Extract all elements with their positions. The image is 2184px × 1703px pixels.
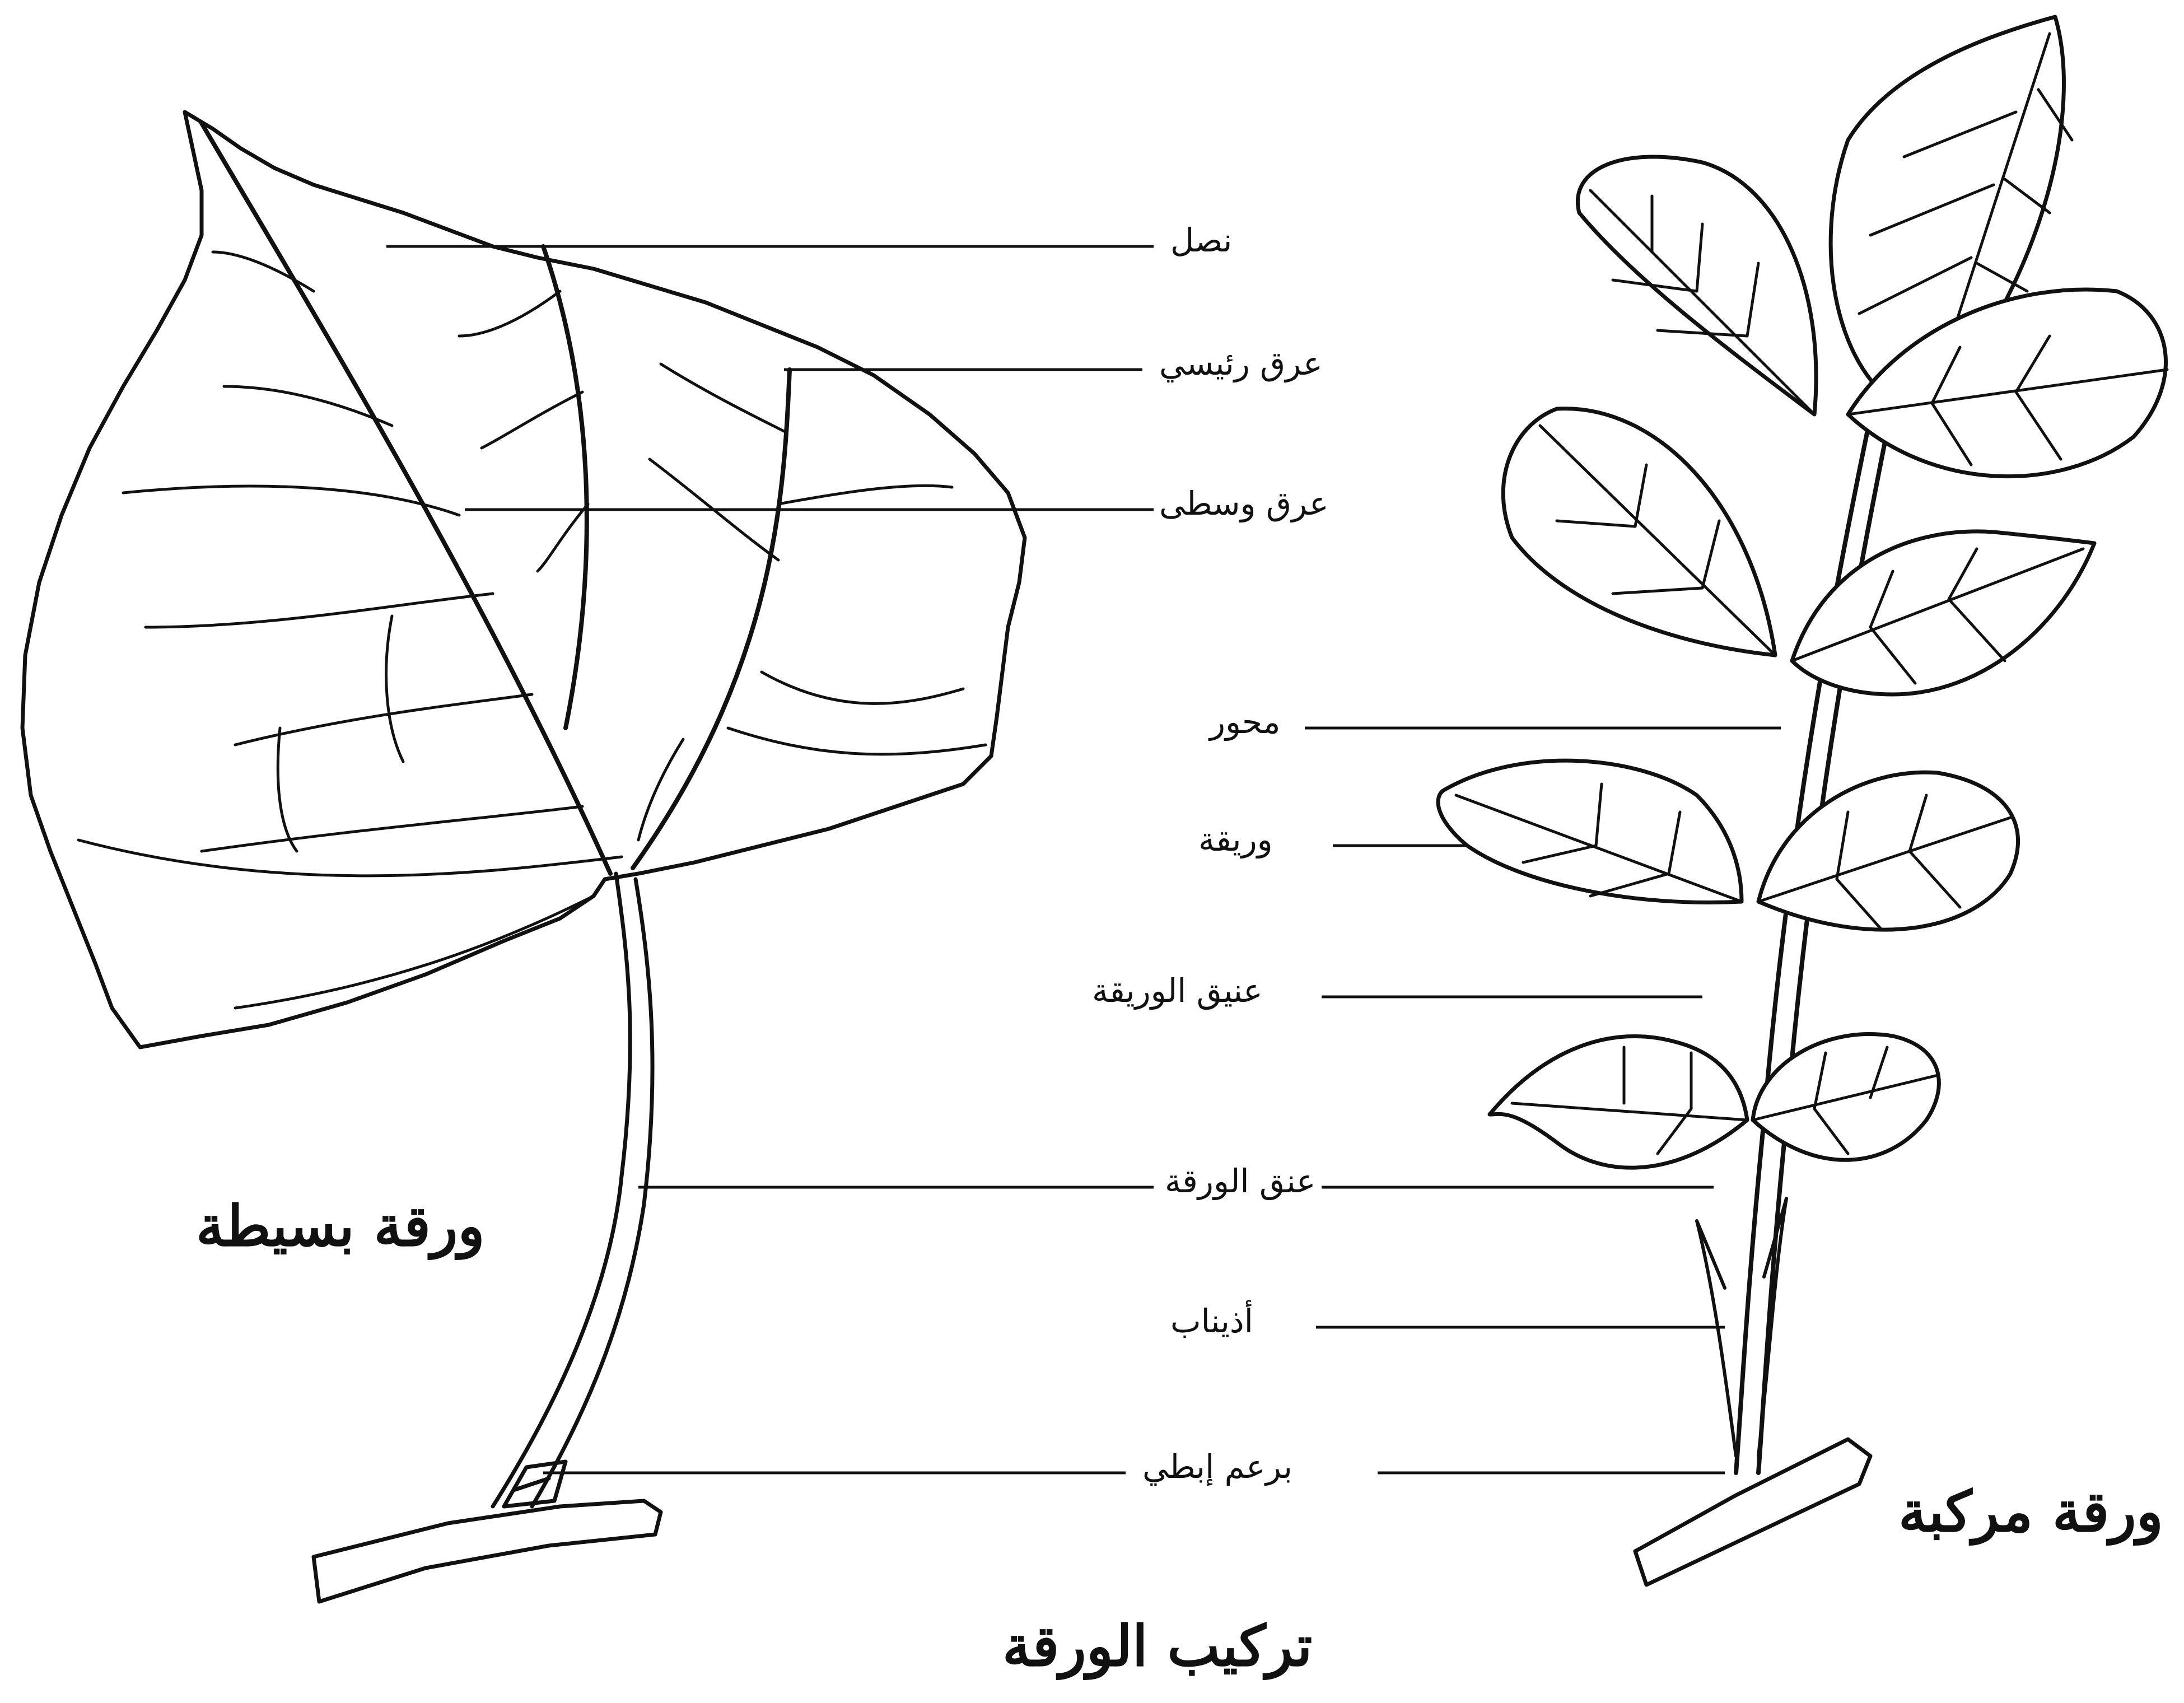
label-blade: نصل bbox=[1170, 221, 1232, 259]
simple-leaf-blade bbox=[22, 112, 1025, 1047]
compound-leaflets bbox=[1438, 17, 2167, 1168]
leaflet-bottom-right bbox=[1753, 1034, 1939, 1160]
leaflet-lower-left bbox=[1438, 760, 1742, 902]
caption-simple-leaf: ورقة بسيطة bbox=[196, 1193, 485, 1259]
compound-leaf bbox=[1438, 17, 2167, 1585]
simple-leaf-stem bbox=[314, 1501, 661, 1602]
label-main-vein: عرق رئيسي bbox=[1159, 344, 1323, 382]
label-axillary-bud: برعم إبطي bbox=[1142, 1448, 1292, 1486]
leaflet-lower-right bbox=[1758, 772, 2018, 930]
label-rachis: محور bbox=[1210, 703, 1280, 741]
simple-leaf-petiole bbox=[493, 874, 652, 1506]
compound-leaf-stem bbox=[1635, 1439, 1870, 1585]
diagram-title: تركيب الورقة bbox=[1002, 1613, 1312, 1679]
leaflet-middle-right bbox=[1792, 531, 2094, 694]
label-leaflet-stalk: عنيق الوريقة bbox=[1092, 972, 1263, 1010]
caption-compound-leaf: ورقة مركبة bbox=[1898, 1478, 2163, 1545]
label-middle-vein: عرق وسطى bbox=[1159, 484, 1329, 522]
label-leaflet: وريقة bbox=[1198, 820, 1273, 859]
leaflet-upper-left bbox=[1578, 157, 1816, 414]
leaflet-middle-left bbox=[1503, 409, 1775, 655]
leaflet-bottom-left bbox=[1490, 1036, 1747, 1168]
label-petiole: عنق الورقة bbox=[1165, 1162, 1316, 1200]
simple-leaf bbox=[22, 112, 1025, 1602]
label-stipules: أذيناب bbox=[1170, 1302, 1253, 1340]
